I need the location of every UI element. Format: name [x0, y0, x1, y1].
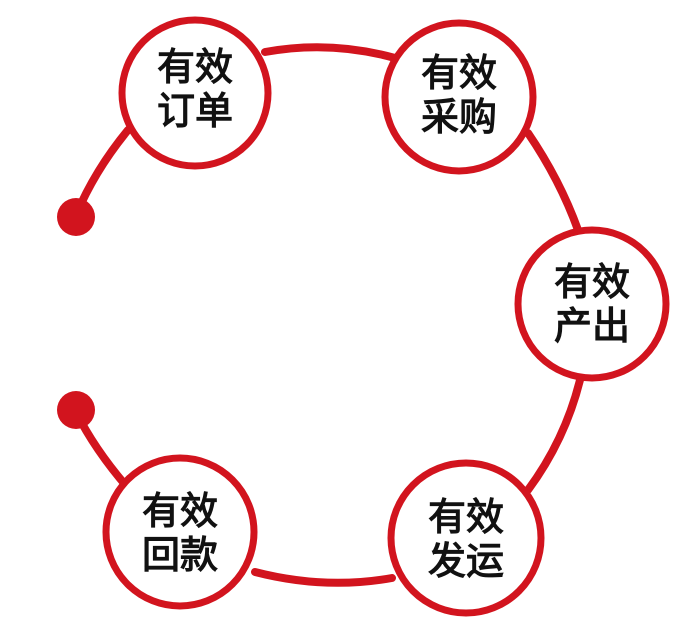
ring-segment-shipping-payment — [251, 568, 396, 587]
ring-track — [72, 43, 584, 587]
node-shipping-circle — [387, 459, 545, 617]
start-dot — [57, 198, 95, 236]
ring-segment-output-shipping — [524, 376, 584, 494]
ring-segment-purchase-output — [524, 129, 582, 234]
node-order-line1: 有效 — [157, 45, 233, 89]
node-output: 有效 产出 — [514, 226, 670, 382]
node-purchase-line2: 采购 — [421, 95, 497, 139]
node-order-circle — [118, 16, 272, 170]
node-payment-circle — [102, 454, 258, 610]
node-payment-line2: 回款 — [142, 533, 218, 577]
node-purchase-line1: 有效 — [421, 51, 497, 95]
ring-segment-order-purchase — [261, 43, 399, 62]
node-output-line2: 产出 — [554, 304, 630, 348]
node-output-line1: 有效 — [554, 260, 630, 304]
node-order: 有效 订单 — [118, 16, 272, 170]
node-shipping: 有效 发运 — [387, 459, 545, 617]
node-purchase: 有效 采购 — [381, 19, 537, 175]
node-payment: 有效 回款 — [102, 454, 258, 610]
node-order-line2: 订单 — [157, 89, 233, 133]
node-purchase-circle — [381, 19, 537, 175]
node-shipping-line2: 发运 — [428, 539, 504, 583]
node-shipping-line1: 有效 — [428, 495, 504, 539]
end-dot — [57, 391, 95, 429]
node-output-circle — [514, 226, 670, 382]
node-payment-line1: 有效 — [142, 489, 218, 533]
